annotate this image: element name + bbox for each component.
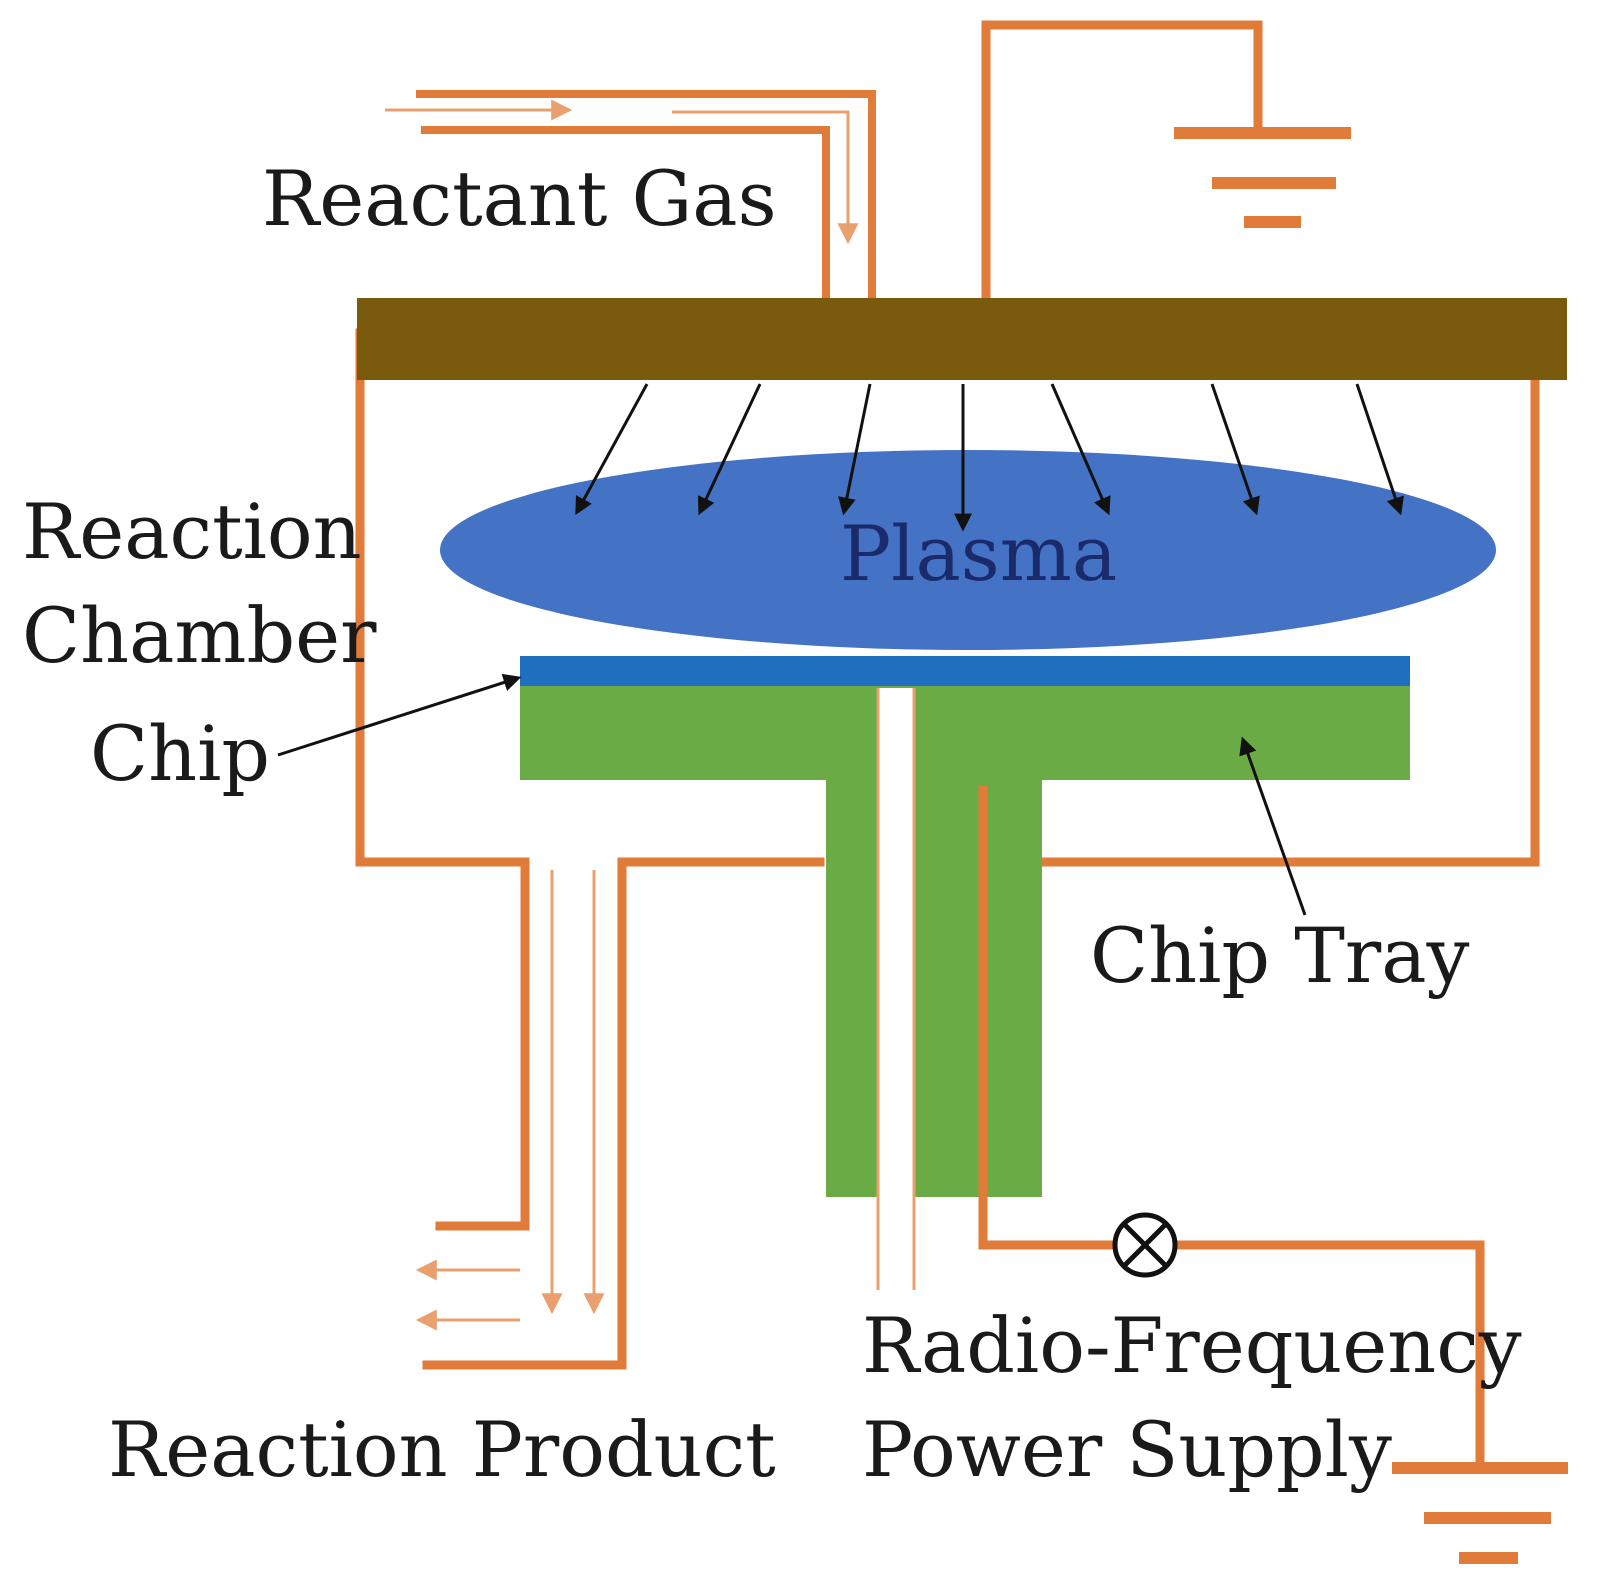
reactant-gas-label: Reactant Gas (262, 154, 777, 243)
upper-electrode (357, 298, 1567, 380)
chip-tray-label: Chip Tray (1090, 911, 1470, 1000)
gas-flow-arrow (672, 110, 859, 245)
reaction-chamber-wall (355, 328, 1540, 1370)
reaction-chamber-label-line1: Reaction (22, 487, 362, 576)
plasma-label: Plasma (840, 509, 1117, 598)
chip-label: Chip (90, 709, 270, 798)
rf-power-supply-label-line2: Power Supply (862, 1405, 1392, 1494)
chip-pointer-arrow (277, 673, 522, 757)
chip-tray-pointer-arrow (1239, 736, 1307, 916)
gas-distribution-arrows (575, 383, 1404, 532)
chip (520, 656, 1410, 686)
ground-icon (981, 20, 1351, 305)
reactant-gas-inlet (385, 90, 876, 304)
ground-icon (1392, 1462, 1568, 1564)
rf-circuit (978, 785, 1485, 1473)
chip-tray (520, 680, 1410, 1197)
rf-feed-lines (876, 688, 916, 1290)
ac-source-icon (1112, 1212, 1178, 1278)
reaction-chamber-label-line2: Chamber (22, 591, 377, 680)
rf-power-supply-label-line1: Radio-Frequency (862, 1301, 1522, 1390)
reaction-product-outlet (415, 870, 605, 1331)
reaction-product-label: Reaction Product (108, 1405, 776, 1494)
